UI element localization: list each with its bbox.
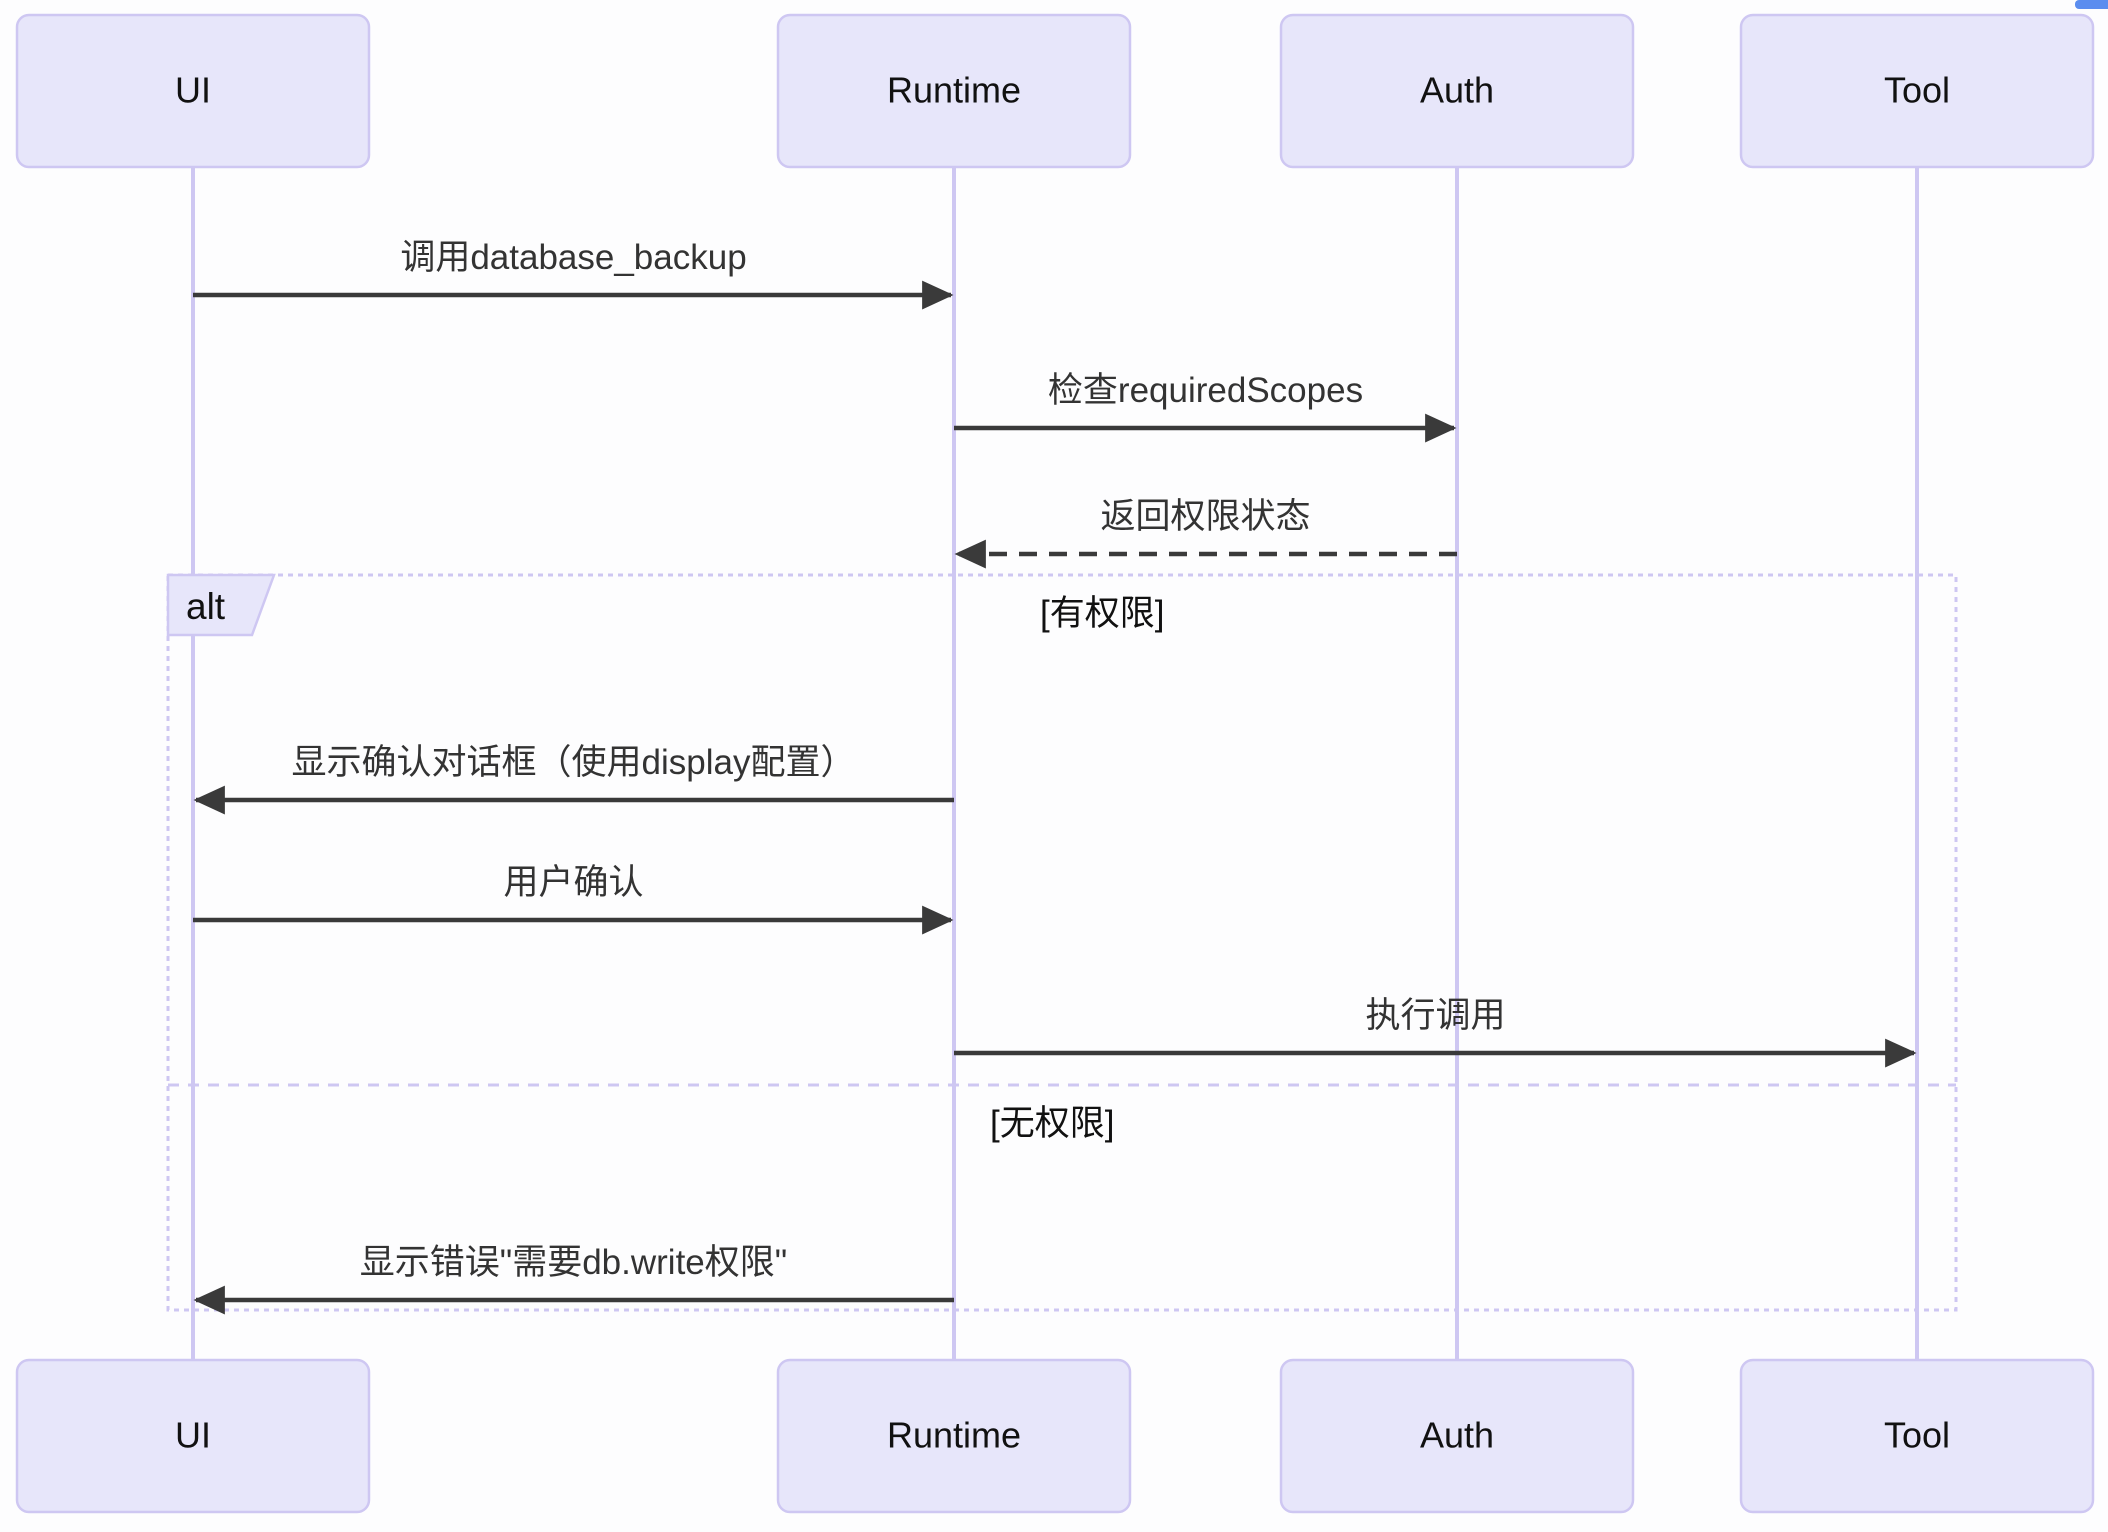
participant-auth-bottom[interactable]: Auth bbox=[1279, 1358, 1635, 1514]
branch-conditions-group: [有权限] [无权限] bbox=[990, 594, 1164, 1143]
participant-label: Tool bbox=[1884, 1415, 1950, 1456]
participant-box bbox=[1279, 1358, 1635, 1514]
participant-label: Runtime bbox=[887, 70, 1021, 111]
participant-label: Runtime bbox=[887, 1415, 1021, 1456]
message-m5: 用户确认 bbox=[193, 863, 954, 935]
participant-box bbox=[776, 13, 1132, 169]
participant-auth-top[interactable]: Auth bbox=[1279, 13, 1635, 169]
message-m3: 返回权限状态 bbox=[954, 497, 1457, 569]
participant-ui-top[interactable]: UI bbox=[15, 13, 371, 169]
participant-runtime-bottom[interactable]: Runtime bbox=[776, 1358, 1132, 1514]
participant-box bbox=[776, 1358, 1132, 1514]
participants-bottom-row: UI Runtime Auth Tool bbox=[15, 1358, 2095, 1514]
alt-branch-condition-0: [有权限] bbox=[1040, 594, 1164, 633]
participant-box bbox=[15, 1358, 371, 1514]
message-label: 用户确认 bbox=[503, 863, 643, 902]
alt-frame-border bbox=[166, 573, 1958, 1312]
message-m2: 检查requiredScopes bbox=[954, 371, 1457, 443]
alt-tag-shape bbox=[166, 573, 276, 637]
message-label: 调用database_backup bbox=[400, 238, 746, 277]
participant-box bbox=[1279, 13, 1635, 169]
message-label: 返回权限状态 bbox=[1100, 497, 1310, 536]
message-label: 执行调用 bbox=[1365, 996, 1505, 1035]
participant-ui-bottom[interactable]: UI bbox=[15, 1358, 371, 1514]
messages-group: 调用database_backup 检查requiredScopes 返回权限状态显… bbox=[193, 238, 1917, 1315]
alt-fragment: alt bbox=[166, 573, 1958, 1312]
participant-tool-bottom[interactable]: Tool bbox=[1739, 1358, 2095, 1514]
lifelines-group bbox=[191, 167, 1919, 1360]
participant-label: UI bbox=[175, 70, 211, 111]
alt-branch-condition-1: [无权限] bbox=[990, 1104, 1114, 1143]
message-m6: 执行调用 bbox=[954, 996, 1917, 1068]
participant-label: Auth bbox=[1420, 70, 1494, 111]
alt-tag-label: alt bbox=[186, 586, 226, 627]
message-label: 显示确认对话框（使用display配置） bbox=[292, 743, 856, 782]
participant-tool-top[interactable]: Tool bbox=[1739, 13, 2095, 169]
corner-chip[interactable] bbox=[2075, 0, 2108, 9]
message-m1: 调用database_backup bbox=[193, 238, 954, 310]
participant-label: UI bbox=[175, 1415, 211, 1456]
participant-box bbox=[15, 13, 371, 169]
message-m7: 显示错误"需要db.write权限" bbox=[193, 1243, 954, 1315]
participant-label: Tool bbox=[1884, 70, 1950, 111]
message-m4: 显示确认对话框（使用display配置） bbox=[193, 743, 954, 815]
participant-runtime-top[interactable]: Runtime bbox=[776, 13, 1132, 169]
participant-label: Auth bbox=[1420, 1415, 1494, 1456]
message-label: 检查requiredScopes bbox=[1048, 371, 1363, 410]
participant-box bbox=[1739, 1358, 2095, 1514]
participant-box bbox=[1739, 13, 2095, 169]
message-label: 显示错误"需要db.write权限" bbox=[360, 1243, 787, 1282]
participants-top-row: UI Runtime Auth Tool bbox=[15, 13, 2095, 169]
